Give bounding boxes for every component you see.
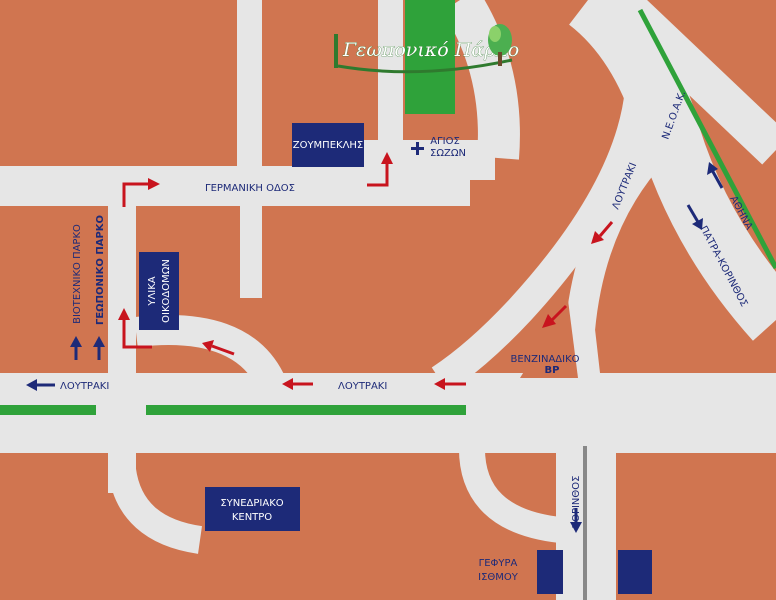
green-median-neoak — [637, 8, 776, 270]
gefyra-label-1: ΓΕΦΥΡΑ — [479, 558, 518, 569]
arrow-up-icon — [70, 336, 82, 360]
street-loutraki-center: ΛΟΥΤΡΑΚΙ — [338, 381, 387, 392]
arrow-up-left-icon — [707, 162, 724, 189]
road-ramp-loutraki — [431, 88, 655, 393]
green-median-center — [146, 405, 466, 415]
street-korinthos: ΚΟΡΙΝΘΟΣ — [571, 476, 582, 529]
road-curve-bottom-left — [108, 467, 203, 554]
red-arrow-left-icon — [282, 378, 313, 390]
box-zoumpeklis — [292, 123, 364, 167]
agios-label-2: ΣΩΖΩΝ — [430, 148, 466, 159]
green-park-area — [405, 0, 455, 114]
road-germaniki-upper — [345, 140, 495, 180]
street-germaniki: ΓΕΡΜΑΝΙΚΗ ΟΔΟΣ — [205, 183, 295, 194]
red-arrow-up-right-icon — [122, 178, 160, 207]
logo-frame-bar — [334, 34, 338, 68]
logo[interactable]: Γεωπονικό Πάρκο — [334, 24, 520, 74]
green-median-left — [0, 405, 96, 415]
road-curve-left — [134, 315, 284, 388]
red-arrow-up-right-icon — [367, 152, 393, 187]
geoponiko-label: ΓΕΩΠΟΝΙΚΟ ΠΑΡΚΟ — [95, 215, 106, 325]
ylika-label-1: ΥΛΙΚΑ — [147, 276, 158, 306]
land-island-petrol — [520, 300, 578, 378]
logo-text: Γεωπονικό Πάρκο — [342, 39, 519, 61]
agios-label-1: ΑΓΙΟΣ — [430, 136, 460, 147]
synedriako-label-2: ΚΕΝΤΡΟ — [232, 512, 272, 523]
road-loop-bottom-right — [458, 444, 562, 543]
red-arrow-down-left-icon — [542, 304, 568, 328]
red-arrow-left-icon — [434, 378, 466, 390]
arrow-left-icon — [26, 379, 55, 391]
road-vertical-top-a — [237, 0, 262, 166]
zoumpeklis-label: ΖΟΥΜΠΕΚΛΗΣ — [293, 140, 364, 151]
viotexniko-label: ΒΙΟΤΕΧΝΙΚΟ ΠΑΡΚΟ — [72, 224, 83, 324]
road-korinthos-divider — [583, 446, 587, 600]
venzinadiko-label: ΒΕΝΖΙΝΑΔΙΚΟ — [511, 354, 580, 365]
box-bridge-left — [537, 550, 563, 594]
street-loutraki-left: ΛΟΥΤΡΑΚΙ — [60, 381, 109, 392]
road-neoak-upper — [604, 0, 776, 165]
box-ylika — [139, 252, 179, 330]
tree-icon — [488, 24, 512, 66]
arrow-down-right-icon — [686, 204, 703, 230]
arrow-up-icon — [93, 336, 105, 360]
road-vertical-left — [108, 166, 136, 373]
bp-label: BP — [545, 365, 560, 376]
church-cross-icon — [411, 142, 424, 155]
road-neoak — [568, 0, 776, 341]
synedriako-label-1: ΣΥΝΕΔΡΙΑΚΟ — [220, 498, 283, 509]
box-synedriako — [205, 487, 300, 531]
road-vertical-middle — [240, 200, 262, 298]
red-arrow-left-icon — [202, 340, 235, 356]
arrow-down-icon — [570, 508, 582, 533]
box-bridge-right — [618, 550, 652, 594]
gefyra-label-2: ΙΣΘΜΟΥ — [478, 572, 519, 583]
road-vertical-top-b — [378, 0, 403, 166]
red-arrow-down-left-icon — [591, 221, 614, 244]
road-curve-top — [442, 0, 520, 160]
ylika-label-2: ΟΙΚΟΔΟΜΩΝ — [161, 259, 172, 323]
logo-swoosh — [337, 58, 513, 74]
red-arrow-up-icon — [118, 308, 152, 349]
